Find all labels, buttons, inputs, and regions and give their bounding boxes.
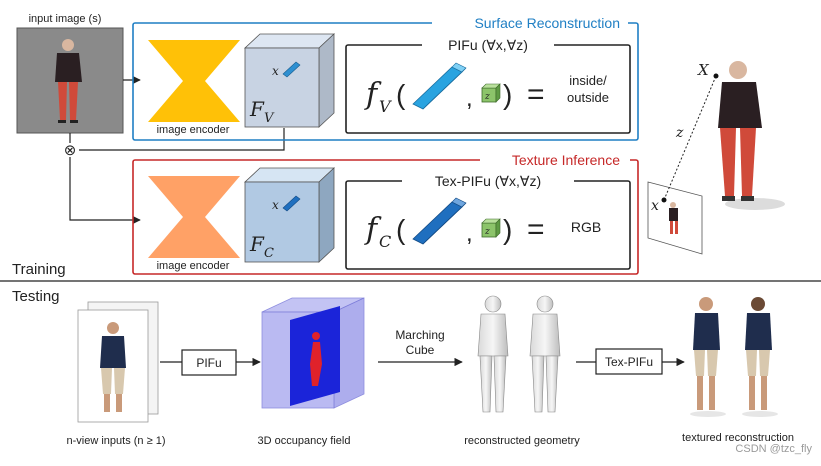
- texture-paren-close: ): [503, 214, 512, 245]
- surface-z-label: z: [484, 92, 490, 102]
- texture-inference-panel: Texture Inference image encoder x F C Te…: [132, 151, 639, 275]
- surface-z-cube-icon: [481, 83, 501, 103]
- texture-panel-title: Texture Inference: [512, 152, 620, 168]
- n-view-inputs: [77, 301, 159, 423]
- marching-cube-line2: Cube: [406, 343, 435, 357]
- image-plane-person: [669, 202, 678, 234]
- training-section-label: Training: [12, 261, 66, 278]
- surface-reconstruction-panel: Surface Reconstruction image encoder x F…: [132, 14, 639, 141]
- reconstructed-geometry-label: reconstructed geometry: [464, 435, 580, 447]
- depth-label: z: [675, 125, 684, 141]
- surface-output-line1: inside/: [569, 73, 607, 88]
- texture-x-label: x: [272, 198, 279, 212]
- surface-equals: =: [527, 78, 545, 111]
- texture-func-subscript: C: [379, 232, 391, 251]
- reconstructed-geometry-front: [477, 295, 509, 413]
- surface-ray-bar-icon: [412, 62, 467, 110]
- texture-z-label: z: [484, 227, 490, 237]
- tex-pifu-step-label: Tex-PIFu: [605, 355, 653, 369]
- surface-x-label: x: [272, 64, 279, 78]
- textured-reconstruction-front: [690, 297, 726, 417]
- surface-panel-title: Surface Reconstruction: [474, 15, 620, 31]
- arrow-to-texture: [69, 157, 141, 225]
- texture-feature-symbol: F: [249, 232, 265, 256]
- connector-feature-to-combine: [79, 128, 285, 151]
- surface-comma: ,: [466, 85, 473, 112]
- n-view-inputs-label: n-view inputs (n ≥ 1): [67, 435, 166, 447]
- texture-output: RGB: [571, 219, 601, 235]
- pifu-function-title: PIFu (∀x,∀z): [448, 37, 528, 53]
- textured-reconstruction-label: textured reconstruction: [682, 432, 794, 444]
- surface-encoder-label: image encoder: [157, 124, 230, 136]
- occupancy-field-cube: [261, 297, 365, 409]
- texture-image-encoder-icon: [148, 176, 240, 258]
- tex-pifu-step-box: [595, 348, 663, 375]
- texture-z-cube-icon: [481, 218, 501, 238]
- pifu-step-box: [181, 349, 237, 376]
- testing-section-label: Testing: [12, 288, 60, 305]
- camera-ray: [663, 75, 717, 201]
- marching-cube-line1: Marching: [395, 328, 444, 342]
- surface-output-line2: outside: [567, 90, 609, 105]
- texture-equals: =: [527, 213, 545, 246]
- tex-pifu-function-title: Tex-PIFu (∀x,∀z): [435, 173, 541, 189]
- target-person-3d: [718, 61, 785, 210]
- pixel-point-label: x: [651, 198, 659, 214]
- combine-symbol: ⊗: [64, 142, 77, 159]
- pifu-step-label: PIFu: [196, 356, 221, 370]
- surface-paren-close: ): [503, 79, 512, 110]
- texture-paren-open: (: [396, 214, 406, 245]
- surface-feature-volume: [243, 33, 336, 128]
- texture-encoder-label: image encoder: [157, 260, 230, 272]
- input-image: [16, 27, 124, 134]
- texture-ray-bar-icon: [412, 197, 467, 245]
- surface-paren-open: (: [396, 79, 406, 110]
- projection-illustration: X z x: [647, 61, 785, 255]
- occupancy-field-label: 3D occupancy field: [258, 435, 351, 447]
- texture-comma: ,: [466, 220, 473, 247]
- world-point-label: X: [697, 61, 710, 79]
- textured-reconstruction-back: [742, 297, 778, 417]
- texture-feature-subscript: C: [264, 246, 274, 261]
- surface-feature-subscript: V: [264, 111, 275, 126]
- reconstructed-geometry-back: [529, 295, 561, 413]
- surface-feature-symbol: F: [249, 97, 265, 121]
- surface-func-subscript: V: [379, 97, 392, 116]
- texture-feature-volume: [243, 167, 336, 263]
- input-image-label: input image (s): [29, 13, 102, 25]
- watermark: CSDN @tzc_fly: [735, 443, 812, 455]
- surface-image-encoder-icon: [148, 40, 240, 122]
